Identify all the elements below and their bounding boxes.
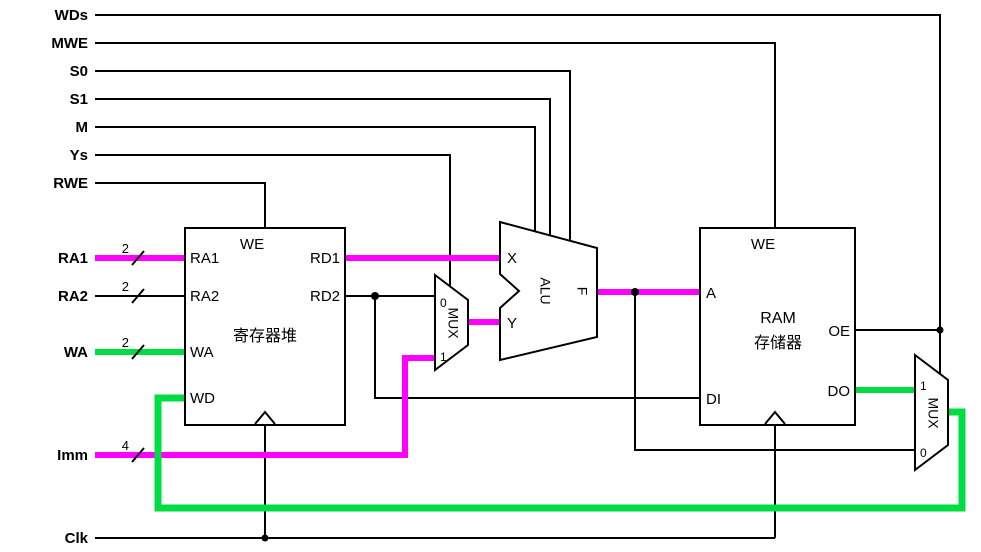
wire-writeback-to-wd	[154, 394, 966, 512]
mux-wd-input0-label: 0	[920, 446, 927, 460]
alu-outline	[499, 220, 598, 362]
port-label-ram-do: DO	[828, 383, 851, 400]
signal-label-clk: Clk	[65, 530, 89, 547]
signal-label-m: M	[76, 119, 89, 136]
mux-y-input0-label: 0	[440, 296, 447, 310]
port-label-regfile-rd1: RD1	[310, 250, 340, 267]
port-label-alu-y: Y	[507, 315, 517, 332]
mux-wd: 1 0 MUX	[914, 352, 949, 473]
signal-label-wds: WDs	[55, 7, 88, 24]
port-label-regfile-wa: WA	[190, 344, 214, 361]
register-file-outline	[184, 227, 346, 426]
port-label-ram-di: DI	[706, 391, 721, 408]
register-file-block: WE RA1 RA2 WA WD RD1 RD2 寄存器堆	[184, 227, 346, 426]
mux-y: 0 1 MUX	[434, 272, 469, 373]
wire-wds	[95, 14, 941, 374]
wire-s1	[95, 98, 551, 236]
wire-imm	[95, 355, 435, 458]
junction-dot-oe-wds	[936, 326, 944, 334]
bus-slash-imm	[131, 447, 145, 463]
bus-width-marks: 2 2 2 4	[122, 241, 145, 463]
ram-title-line1: RAM	[760, 310, 796, 327]
signal-label-rwe: RWE	[53, 175, 88, 192]
mux-wd-outline	[914, 352, 949, 473]
bus-slash-wa	[131, 344, 145, 360]
signal-label-ys: Ys	[70, 147, 88, 164]
bus-slash-ra2	[131, 288, 145, 304]
wire-rd2-to-di	[374, 296, 700, 399]
port-label-regfile-ra2: RA2	[190, 288, 219, 305]
wire-m	[95, 126, 536, 232]
port-label-ram-oe: OE	[828, 323, 850, 340]
bus-slash-ra1	[131, 250, 145, 266]
clock-edge-icon	[764, 410, 786, 425]
highlight-wires	[95, 255, 966, 512]
ram-outline	[699, 227, 856, 426]
bus-width-imm: 4	[122, 438, 129, 453]
port-label-regfile-rd2: RD2	[310, 288, 340, 305]
junction-dot-rd2	[371, 292, 379, 300]
port-label-alu-x: X	[507, 250, 517, 267]
bus-width-wa: 2	[122, 335, 129, 350]
signal-label-wa: WA	[64, 344, 88, 361]
mux-wd-input1-label: 1	[920, 379, 927, 393]
port-label-regfile-ra1: RA1	[190, 250, 219, 267]
junction-dot-clk	[261, 534, 269, 542]
black-wires	[95, 14, 941, 539]
junction-dot-f	[631, 288, 639, 296]
junction-dots	[261, 288, 944, 542]
alu-title: ALU	[537, 277, 553, 304]
register-file-title: 寄存器堆	[233, 327, 297, 345]
wire-rwe	[95, 182, 266, 228]
wire-ys	[95, 154, 451, 287]
port-label-ram-we: WE	[751, 236, 775, 253]
mux-y-outline	[434, 272, 469, 373]
wire-mwe	[95, 42, 776, 228]
clock-edge-icon	[254, 410, 276, 425]
signal-label-ra1: RA1	[58, 250, 88, 267]
mux-wd-title: MUX	[925, 397, 941, 429]
bus-width-ra1: 2	[122, 241, 129, 256]
alu: X Y ALU F	[499, 220, 598, 362]
signal-label-s1: S1	[70, 91, 88, 108]
bus-width-ra2: 2	[122, 279, 129, 294]
port-label-regfile-we: WE	[240, 236, 264, 253]
signal-label-s0: S0	[70, 63, 88, 80]
ram-block: WE A DI OE DO RAM 存储器	[699, 227, 856, 426]
port-label-regfile-wd: WD	[190, 390, 215, 407]
signal-label-ra2: RA2	[58, 288, 88, 305]
mux-y-input1-label: 1	[440, 350, 447, 364]
signal-label-mwe: MWE	[51, 35, 88, 52]
signal-labels: WDs MWE S0 S1 M Ys RWE RA1 RA2 WA Imm Cl…	[51, 7, 88, 547]
signal-label-imm: Imm	[57, 447, 88, 464]
port-label-alu-f: F	[574, 287, 590, 296]
ram-title-line2: 存储器	[754, 334, 802, 352]
port-label-ram-a: A	[706, 285, 716, 302]
mux-y-title: MUX	[445, 307, 461, 339]
wire-s0	[95, 70, 571, 241]
wire-f-to-muxwd0	[634, 292, 915, 451]
